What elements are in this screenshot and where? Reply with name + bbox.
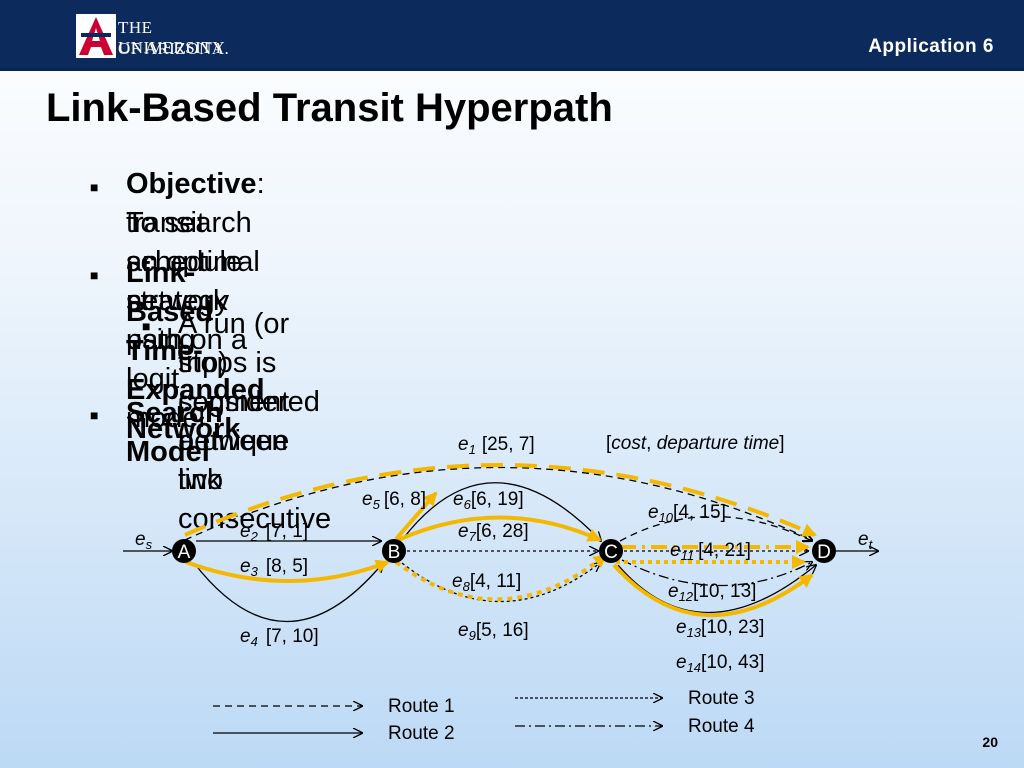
- node-a-label: A: [178, 542, 191, 563]
- hyperpath-e8: [394, 553, 608, 602]
- hyperpath-e13: [612, 563, 814, 617]
- link-label-e5: e5[6, 8]: [362, 489, 426, 512]
- bullet-network: Link-Based Time-Expanded Network: [126, 257, 265, 445]
- bullet-square-icon: ■: [90, 407, 99, 423]
- cost-departure-note: [cost, departure time]: [606, 433, 785, 454]
- route-legend: [213, 698, 662, 733]
- link-label-e1: e1[25, 7]: [458, 434, 535, 457]
- link-e10: [619, 515, 812, 542]
- node-c: C: [599, 539, 623, 563]
- link-label-e2: e2[7, 1]: [240, 521, 308, 544]
- hyperpath-e6: [397, 515, 602, 542]
- link-e14: [617, 565, 816, 614]
- link-label-e13: e13[10, 23]: [676, 617, 764, 640]
- network-nodes: A B C D: [172, 539, 836, 563]
- hyperpath-highlight: [184, 463, 817, 617]
- legend-route3-label: Route 3: [688, 688, 755, 709]
- link-label-e4: e4[7, 10]: [240, 626, 319, 649]
- page-number: 20: [982, 734, 998, 750]
- link-label-e14: e14[10, 43]: [676, 652, 764, 675]
- link-label-e8: e8[4, 11]: [452, 571, 521, 594]
- label-es: es: [135, 529, 153, 552]
- link-e4: [193, 563, 383, 622]
- link-e1: [184, 466, 812, 541]
- arizona-a-icon: [76, 14, 116, 58]
- link-label-e6: e6[6, 19]: [453, 489, 524, 512]
- objective-label: Objective: [126, 168, 257, 200]
- slide-header: THE UNIVERSITY OF ARIZONA. Application 6: [0, 0, 1024, 71]
- link-label-e3: e3[8, 5]: [240, 556, 308, 579]
- objective-text-line2: transit schedule network using logit mod…: [126, 207, 243, 434]
- objective-text-line1: : To search an optimal strategy path on …: [126, 168, 265, 356]
- node-a: A: [172, 539, 196, 563]
- link-e6: [401, 482, 601, 541]
- slide-title: Link-Based Transit Hyperpath: [46, 86, 613, 130]
- hyperpath-e5: [394, 491, 438, 541]
- section-label: Application 6: [868, 36, 994, 57]
- logo-text-line1: THE UNIVERSITY: [118, 18, 225, 57]
- link-e12: [621, 559, 812, 587]
- legend-route4-label: Route 4: [688, 716, 755, 737]
- link-e9: [401, 563, 600, 603]
- sub-bullet-line2: stops is considered a unique link: [178, 347, 320, 496]
- link-label-e7: e7[6, 28]: [458, 521, 529, 544]
- node-b: B: [382, 539, 406, 563]
- bullet-objective: Objective: To search an optimal strategy…: [126, 165, 265, 360]
- link-label-e12: e12[10, 13]: [668, 581, 756, 604]
- bullet-search-model: Search Model: [126, 397, 223, 468]
- logo-text-line2: OF ARIZONA.: [118, 39, 230, 58]
- node-b-label: B: [388, 542, 401, 563]
- link-label-e9: e9[5, 16]: [458, 620, 529, 643]
- legend-route2-label: Route 2: [388, 723, 455, 744]
- link-label-e10: e10[4, 15]: [648, 502, 726, 525]
- node-c-label: C: [604, 542, 618, 563]
- bullet-square-icon: ■: [90, 267, 99, 283]
- sub-bullet-square-icon: ■: [142, 318, 151, 334]
- node-d: D: [812, 539, 836, 563]
- label-et: et: [858, 529, 874, 552]
- node-d-label: D: [817, 542, 831, 563]
- university-logo: THE UNIVERSITY OF ARIZONA.: [76, 14, 256, 58]
- link-label-e11: e11[4, 21]: [670, 540, 751, 563]
- hyperpath-e1: [184, 463, 817, 537]
- legend-route1-label: Route 1: [388, 696, 455, 717]
- bullet-square-icon: ■: [90, 179, 99, 195]
- network-links: [123, 466, 878, 622]
- hyperpath-e3: [185, 559, 390, 583]
